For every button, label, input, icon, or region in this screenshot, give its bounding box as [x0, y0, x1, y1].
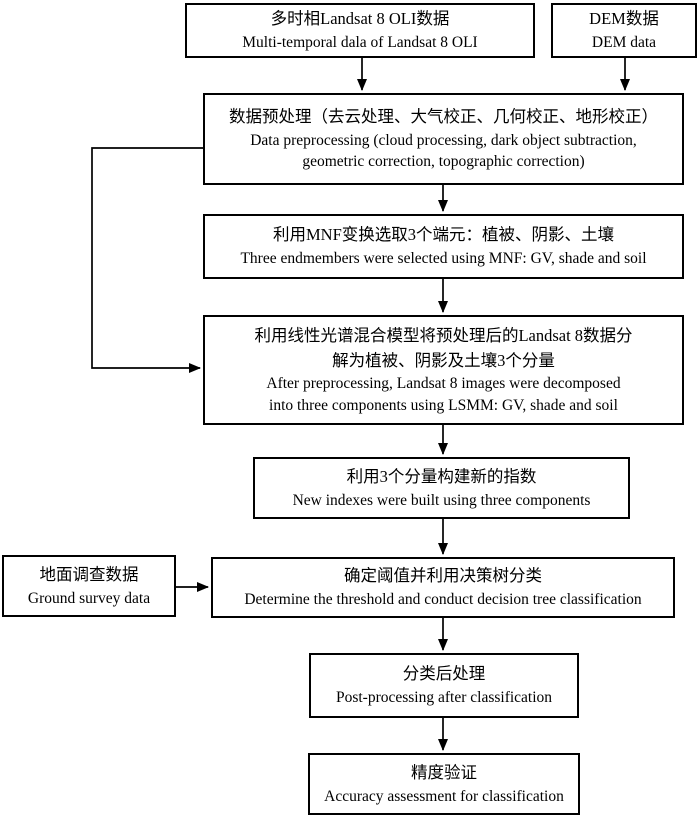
- node-accuracy-assessment: 精度验证 Accuracy assessment for classificat…: [308, 753, 580, 815]
- node-lsmm-decomposition: 利用线性光谱混合模型将预处理后的Landsat 8数据分 解为植被、阴影及土壤3…: [203, 315, 684, 425]
- edge-preprocessing-bypass-to-lsmm: [91, 147, 203, 373]
- node-decision-label-zh: 确定阈值并利用决策树分类: [344, 566, 542, 586]
- node-ground-label-zh: 地面调查数据: [39, 564, 139, 584]
- node-post-processing: 分类后处理 Post-processing after classificati…: [309, 653, 579, 718]
- node-landsat-label-zh: 多时相Landsat 8 OLI数据: [270, 9, 450, 29]
- node-lsmm-label-zh: 利用线性光谱混合模型将预处理后的Landsat 8数据分 解为植被、阴影及土壤3…: [254, 325, 633, 370]
- node-decision-tree-classification: 确定阈值并利用决策树分类 Determine the threshold and…: [211, 557, 675, 618]
- node-accuracy-label-en: Accuracy assessment for classification: [324, 787, 564, 805]
- node-lsmm-label-en: After preprocessing, Landsat 8 images we…: [266, 375, 621, 414]
- node-ground-survey-data: 地面调查数据 Ground survey data: [2, 555, 176, 617]
- node-postprocessing-label-zh: 分类后处理: [402, 664, 486, 684]
- node-data-preprocessing: 数据预处理（去云处理、大气校正、几何校正、地形校正） Data preproce…: [203, 93, 684, 185]
- node-accuracy-label-zh: 精度验证: [411, 762, 477, 782]
- node-postprocessing-label-en: Post-processing after classification: [335, 689, 553, 707]
- node-new-indexes: 利用3个分量构建新的指数 New indexes were built usin…: [253, 457, 630, 519]
- node-landsat-label-en: Multi-temporal dala of Landsat 8 OLI: [242, 34, 478, 52]
- node-mnf-label-zh: 利用MNF变换选取3个端元：植被、阴影、土壤: [272, 225, 614, 245]
- node-decision-label-en: Determine the threshold and conduct deci…: [244, 591, 642, 609]
- node-dem-label-en: DEM data: [591, 34, 657, 52]
- node-preprocessing-label-en: Data preprocessing (cloud processing, da…: [250, 132, 637, 171]
- node-dem-label-zh: DEM数据: [589, 9, 659, 29]
- node-dem-data: DEM数据 DEM data: [551, 3, 697, 58]
- node-landsat-data: 多时相Landsat 8 OLI数据 Multi-temporal dala o…: [185, 3, 535, 58]
- node-ground-label-en: Ground survey data: [27, 589, 151, 607]
- node-indexes-label-zh: 利用3个分量构建新的指数: [346, 466, 537, 486]
- node-indexes-label-en: New indexes were built using three compo…: [292, 491, 591, 509]
- node-mnf-label-en: Three endmembers were selected using MNF…: [240, 250, 647, 268]
- node-preprocessing-label-zh: 数据预处理（去云处理、大气校正、几何校正、地形校正）: [229, 107, 658, 127]
- node-mnf-endmember-selection: 利用MNF变换选取3个端元：植被、阴影、土壤 Three endmembers …: [203, 214, 684, 279]
